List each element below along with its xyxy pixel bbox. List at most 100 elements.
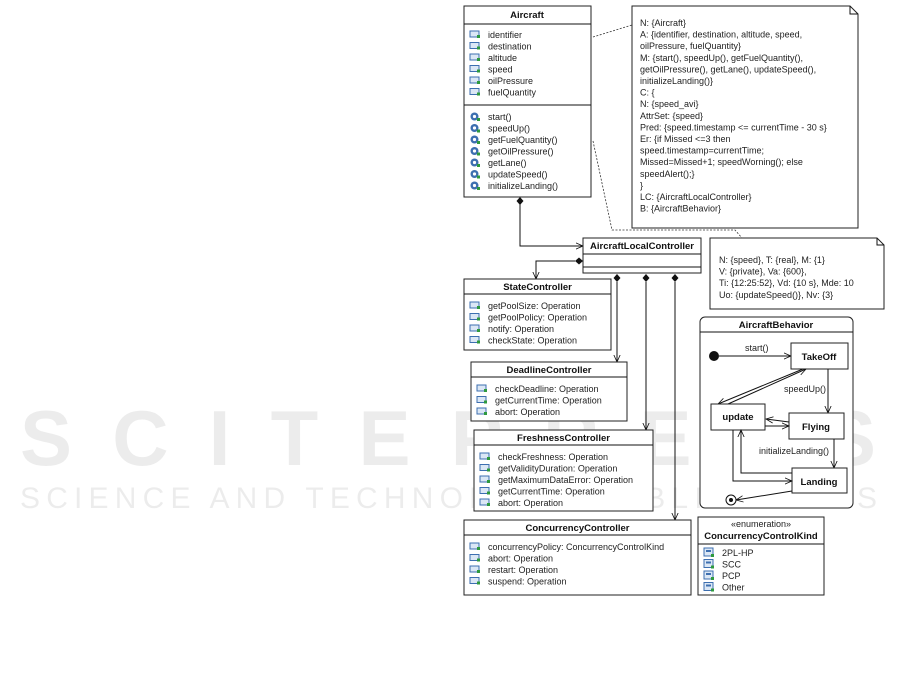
list-item[interactable]: Er: {if Missed <=3 then xyxy=(640,134,731,144)
attribute-icon xyxy=(469,324,481,333)
state-label: TakeOff xyxy=(802,352,838,363)
list-item[interactable]: getFuelQuantity() xyxy=(470,135,558,145)
class-deadline-controller[interactable]: DeadlineController checkDeadline: Operati… xyxy=(470,361,628,422)
list-item[interactable]: updateSpeed() xyxy=(470,170,548,180)
item-label: getMaximumDataError: Operation xyxy=(498,475,633,485)
class-aircraft[interactable]: Aircraft identifierdestinationaltitudesp… xyxy=(463,5,592,198)
list-item[interactable]: } xyxy=(640,180,643,190)
list-item[interactable]: getCurrentTime: Operation xyxy=(476,396,602,406)
item-label: getFuelQuantity() xyxy=(488,135,558,145)
class-aircraft-local-controller[interactable]: AircraftLocalController xyxy=(582,237,702,274)
composition-diamond xyxy=(516,197,524,205)
list-item[interactable]: oilPressure, fuelQuantity} xyxy=(640,41,741,51)
list-item[interactable]: V: {private}, Va: {600}, xyxy=(719,267,807,277)
list-item[interactable]: destination xyxy=(469,42,532,52)
item-label: Other xyxy=(722,583,745,593)
list-item[interactable]: abort: Operation xyxy=(469,554,553,564)
list-item[interactable]: suspend: Operation xyxy=(469,577,567,587)
list-item[interactable]: identifier xyxy=(469,30,522,40)
note1-anchor xyxy=(592,24,633,38)
list-item[interactable]: checkFreshness: Operation xyxy=(479,452,608,462)
list-item[interactable]: C: { xyxy=(640,88,655,98)
composition-diamond xyxy=(613,274,621,282)
item-label: speedUp() xyxy=(488,124,530,134)
list-item[interactable]: N: {speed}, T: {real}, M: {1} xyxy=(719,255,825,265)
list-item[interactable]: getMaximumDataError: Operation xyxy=(479,475,633,485)
list-item[interactable]: B: {AircraftBehavior} xyxy=(640,204,721,214)
item-label: SCC xyxy=(722,560,742,570)
list-item[interactable]: speed xyxy=(469,65,513,75)
state-takeoff[interactable] xyxy=(790,342,849,370)
list-item[interactable]: getPoolPolicy: Operation xyxy=(469,313,587,323)
list-item[interactable]: Pred: {speed.timestamp <= currentTime - … xyxy=(640,122,827,132)
list-item[interactable]: speed.timestamp=currentTime; xyxy=(640,146,764,156)
class-name: DeadlineController xyxy=(507,365,592,376)
list-item[interactable]: initializeLanding() xyxy=(470,181,559,191)
note-aircraft: N: {Aircraft} A: {identifier, destination… xyxy=(631,5,859,229)
attribute-icon xyxy=(479,452,491,461)
list-item[interactable]: checkDeadline: Operation xyxy=(476,384,599,394)
stereotype: «enumeration» xyxy=(731,519,791,529)
list-item[interactable]: A: {identifier, destination, altitude, s… xyxy=(640,30,802,40)
attribute-icon xyxy=(469,565,481,574)
list-item[interactable]: altitude xyxy=(469,53,517,63)
list-item[interactable]: SCC xyxy=(703,559,742,570)
list-item[interactable]: speedUp() xyxy=(470,124,531,134)
list-item[interactable]: speedAlert();} xyxy=(640,169,695,179)
list-item[interactable]: initializeLanding()} xyxy=(640,76,713,86)
list-item[interactable]: Other xyxy=(703,582,745,593)
list-item[interactable]: abort: Operation xyxy=(479,498,563,508)
list-item[interactable]: checkState: Operation xyxy=(469,336,577,346)
transition-update-takeoff xyxy=(727,368,806,405)
enumeration-concurrency-control-kind[interactable]: «enumeration» ConcurrencyControlKind 2PL… xyxy=(697,516,825,596)
composition-aircraft-localcontroller xyxy=(519,204,583,246)
state-update[interactable] xyxy=(710,403,766,431)
item-label: N: {Aircraft} xyxy=(640,18,686,28)
list-item[interactable]: getOilPressure(), getLane(), updateSpeed… xyxy=(640,64,816,74)
item-label: initializeLanding() xyxy=(488,181,558,191)
attribute-icon xyxy=(469,53,481,62)
list-item[interactable]: start() xyxy=(470,112,512,122)
item-label: getValidityDuration: Operation xyxy=(498,464,617,474)
list-item[interactable]: AttrSet: {speed} xyxy=(640,111,703,121)
list-item[interactable]: getValidityDuration: Operation xyxy=(479,464,617,474)
literal-icon xyxy=(703,559,715,569)
list-item[interactable]: restart: Operation xyxy=(469,565,558,575)
list-item[interactable]: getPoolSize: Operation xyxy=(469,301,581,311)
item-label: getCurrentTime: Operation xyxy=(495,396,602,406)
item-label: C: { xyxy=(640,88,655,98)
state-landing[interactable] xyxy=(791,467,848,494)
item-label: getPoolSize: Operation xyxy=(488,301,581,311)
list-item[interactable]: N: {Aircraft} xyxy=(640,18,686,28)
list-item[interactable]: getCurrentTime: Operation xyxy=(479,487,605,497)
list-item[interactable]: Ti: {12:25:52}, Vd: {10 s}, Mde: 10 xyxy=(719,278,854,288)
list-item[interactable]: Uo: {updateSpeed()}, Nv: {3} xyxy=(719,290,833,300)
list-item[interactable]: oilPressure xyxy=(469,76,533,86)
item-label: abort: Operation xyxy=(498,498,563,508)
item-label: Er: {if Missed <=3 then xyxy=(640,134,731,144)
class-concurrency-controller[interactable]: ConcurrencyController concurrencyPolicy: … xyxy=(463,519,692,596)
list-item[interactable]: Missed=Missed+1; speedWorning(); else xyxy=(640,157,803,167)
list-item[interactable]: fuelQuantity xyxy=(469,88,537,98)
list-item[interactable]: getOilPressure() xyxy=(470,147,554,157)
state-flying[interactable] xyxy=(788,412,845,440)
list-item[interactable]: M: {start(), speedUp(), getFuelQuantity(… xyxy=(640,53,803,63)
enum-name: ConcurrencyControlKind xyxy=(704,531,818,542)
class-name: ConcurrencyController xyxy=(526,523,630,534)
attribute-icon xyxy=(479,475,491,484)
item-label: notify: Operation xyxy=(488,324,554,334)
item-label: getLane() xyxy=(488,158,527,168)
list-item[interactable]: 2PL-HP xyxy=(703,547,754,558)
list-item[interactable]: abort: Operation xyxy=(476,407,560,417)
list-item[interactable]: PCP xyxy=(703,570,741,581)
attribute-icon xyxy=(476,407,488,416)
list-item[interactable]: getLane() xyxy=(470,158,527,168)
list-item[interactable]: notify: Operation xyxy=(469,324,554,334)
list-item[interactable]: LC: {AircraftLocalController} xyxy=(640,192,752,202)
list-item[interactable]: N: {speed_avi} xyxy=(640,99,699,109)
attribute-icon xyxy=(469,76,481,85)
list-item[interactable]: concurrencyPolicy: ConcurrencyControlKin… xyxy=(469,542,664,552)
attribute-icon xyxy=(479,487,491,495)
